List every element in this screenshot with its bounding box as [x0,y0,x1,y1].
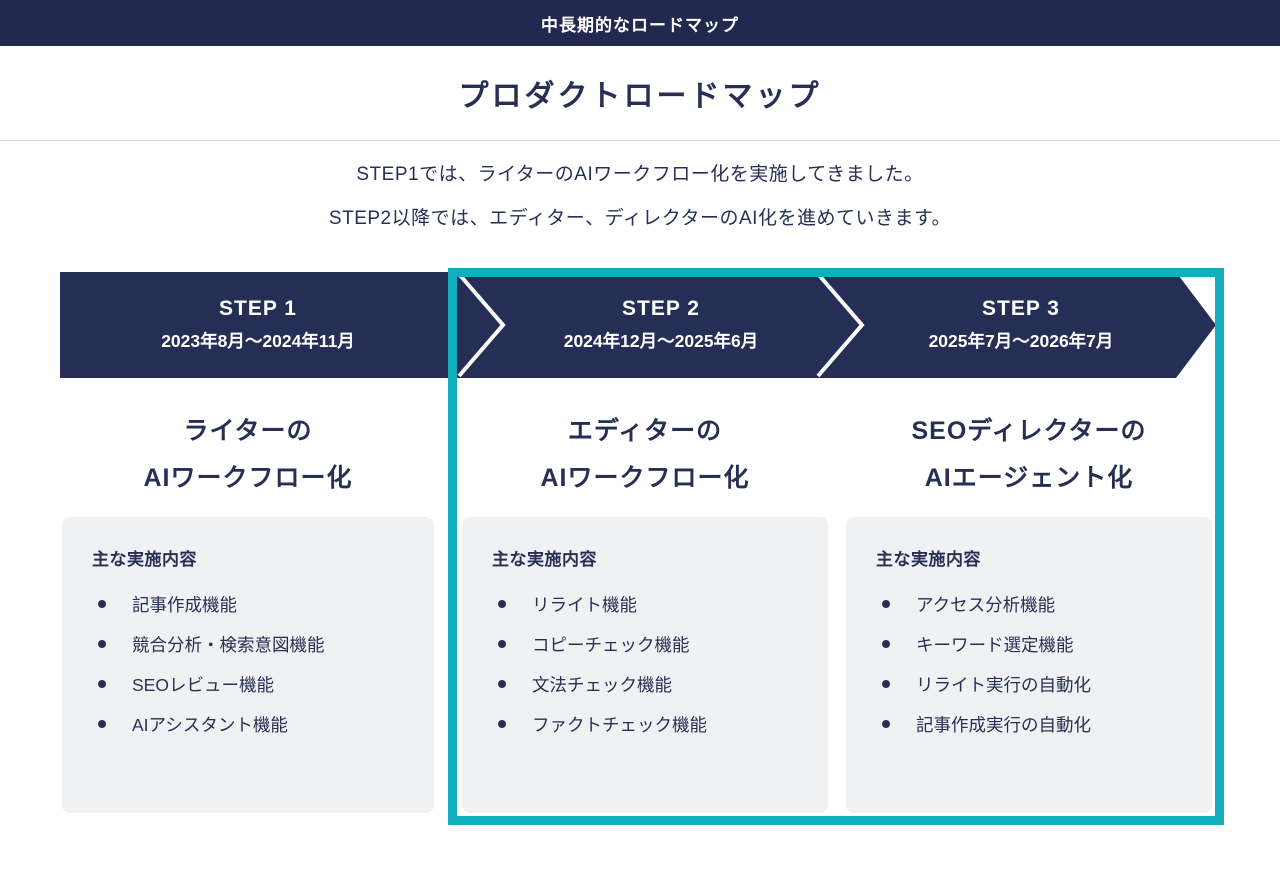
chevron-right-icon [457,272,506,378]
top-bar-label: 中長期的なロードマップ [541,15,739,35]
list-item-label: コピーチェック機能 [532,634,690,655]
list-item-label: AIアシスタント機能 [132,714,288,735]
list-item-label: 記事作成機能 [132,594,237,615]
step-3-card: 主な実施内容 アクセス分析機能 キーワード選定機能 リライト実行の自動化 記事作… [846,517,1212,813]
list-item: リライト機能 [492,584,808,624]
bullet-icon [882,600,890,608]
title-block: プロダクトロードマップ [0,46,1280,141]
list-item: ファクトチェック機能 [492,704,808,744]
card-title: 主な実施内容 [92,550,197,569]
list-item-label: リライト機能 [532,594,637,615]
page-title: プロダクトロードマップ [458,80,822,113]
bullet-icon [98,720,106,728]
bullet-icon [98,680,106,688]
list-item-label: SEOレビュー機能 [132,674,274,695]
step-2-card: 主な実施内容 リライト機能 コピーチェック機能 文法チェック機能 ファクトチェッ… [462,517,828,813]
list-item: 競合分析・検索意図機能 [92,624,414,664]
step-1-banner-label: STEP 1 2023年8月〜2024年11月 [60,272,456,378]
bullet-icon [498,640,506,648]
bullet-icon [882,640,890,648]
step-3-heading-line1: SEOディレクターの [911,417,1147,445]
list-item: AIアシスタント機能 [92,704,414,744]
step-1-heading-line1: ライターの [183,417,313,445]
list-item: リライト実行の自動化 [876,664,1192,704]
intro-text: STEP1では、ライターのAIワークフロー化を実施してきました。 STEP2以降… [0,159,1280,247]
card-title: 主な実施内容 [492,550,597,569]
list-item: アクセス分析機能 [876,584,1192,624]
step-1-card: 主な実施内容 記事作成機能 競合分析・検索意図機能 SEOレビュー機能 AIアシ… [62,517,434,813]
list-item-label: 文法チェック機能 [532,674,672,695]
step-2-banner-label: STEP 2 2024年12月〜2025年6月 [505,272,817,378]
chevron-right-icon [816,272,865,378]
step-3-heading: SEOディレクターの AIエージェント化 [846,408,1212,502]
list-item-label: キーワード選定機能 [916,634,1074,655]
step-2-item-list: リライト機能 コピーチェック機能 文法チェック機能 ファクトチェック機能 [492,584,808,744]
step-1-heading: ライターの AIワークフロー化 [62,408,434,502]
card-title: 主な実施内容 [876,550,981,569]
list-item-label: ファクトチェック機能 [532,714,707,735]
step-1-period: 2023年8月〜2024年11月 [161,331,355,351]
step-3-name: STEP 3 [982,297,1060,320]
step-3-period: 2025年7月〜2026年7月 [928,331,1114,351]
list-item: キーワード選定機能 [876,624,1192,664]
step-2-period: 2024年12月〜2025年6月 [563,331,759,351]
list-item: 記事作成実行の自動化 [876,704,1192,744]
list-item: 記事作成機能 [92,584,414,624]
step-2-name: STEP 2 [622,297,700,320]
list-item-label: 記事作成実行の自動化 [916,714,1091,735]
list-item-label: リライト実行の自動化 [916,674,1091,695]
intro-line-1: STEP1では、ライターのAIワークフロー化を実施してきました。 [356,164,924,185]
bullet-icon [882,720,890,728]
bullet-icon [882,680,890,688]
list-item: コピーチェック機能 [492,624,808,664]
step-2-heading: エディターの AIワークフロー化 [462,408,828,502]
step-3-heading-line2: AIエージェント化 [924,464,1134,492]
list-item: SEOレビュー機能 [92,664,414,704]
bullet-icon [98,640,106,648]
step-1-heading-line2: AIワークフロー化 [143,464,353,492]
list-item-label: アクセス分析機能 [916,594,1056,615]
list-item: 文法チェック機能 [492,664,808,704]
top-bar: 中長期的なロードマップ [0,0,1280,46]
bullet-icon [498,680,506,688]
bullet-icon [498,600,506,608]
bullet-icon [98,600,106,608]
step-3-item-list: アクセス分析機能 キーワード選定機能 リライト実行の自動化 記事作成実行の自動化 [876,584,1192,744]
bullet-icon [498,720,506,728]
step-3-banner-label: STEP 3 2025年7月〜2026年7月 [865,272,1177,378]
intro-line-2: STEP2以降では、エディター、ディレクターのAI化を進めていきます。 [328,208,952,229]
step-2-heading-line2: AIワークフロー化 [540,464,750,492]
step-1-name: STEP 1 [219,297,297,320]
step-banner [60,272,1216,378]
step-1-item-list: 記事作成機能 競合分析・検索意図機能 SEOレビュー機能 AIアシスタント機能 [92,584,414,744]
step-2-heading-line1: エディターの [567,417,723,445]
list-item-label: 競合分析・検索意図機能 [132,634,325,655]
